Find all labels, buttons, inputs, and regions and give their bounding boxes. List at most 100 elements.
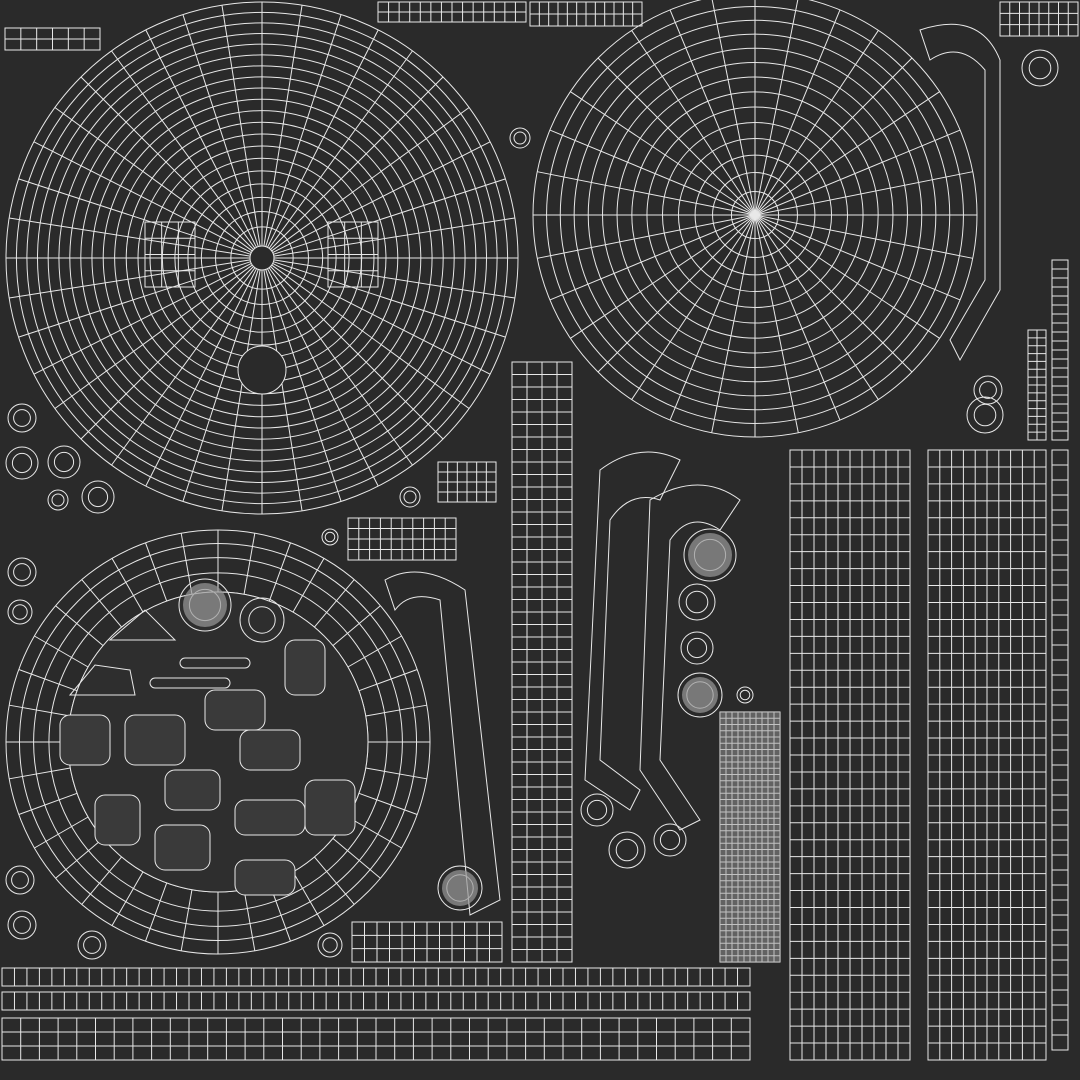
- arm-island-b: [639, 484, 741, 831]
- grid-spoke: [754, 214, 841, 421]
- grid-spoke: [273, 178, 506, 255]
- small-circle-part: [677, 672, 723, 718]
- grid-spoke: [754, 214, 973, 259]
- grid-spoke: [754, 214, 879, 400]
- grid-spoke: [358, 669, 418, 692]
- grid-spoke: [34, 635, 89, 668]
- small-circle-inner: [979, 381, 997, 399]
- small-circle-part: [47, 489, 69, 511]
- small-circle-inner: [513, 131, 527, 145]
- small-uv-island: [239, 729, 301, 771]
- small-circle-inner: [739, 689, 751, 701]
- small-circle-inner: [248, 606, 276, 634]
- small-circle-part: [5, 446, 39, 480]
- block-mid: [347, 517, 457, 561]
- small-uv-island: [234, 799, 306, 836]
- grid-spoke: [597, 57, 756, 216]
- vertical-strip-right-a: [789, 449, 911, 1061]
- small-uv-island: [59, 714, 111, 766]
- small-circle-part: [317, 932, 343, 958]
- grid-spoke: [9, 259, 251, 299]
- grid-spoke: [221, 5, 261, 247]
- small-circle-inner: [12, 604, 28, 620]
- small-circle-inner: [403, 490, 417, 504]
- disc-island-top-right: [532, 0, 978, 438]
- grid-spoke: [669, 214, 756, 421]
- grid-spoke: [182, 14, 259, 247]
- small-circle-inner: [51, 493, 65, 507]
- grid-spoke: [332, 838, 381, 879]
- small-circle-part: [7, 403, 37, 433]
- small-circle-part: [7, 557, 37, 587]
- small-circle-part: [608, 831, 646, 869]
- grid-spoke: [711, 214, 756, 433]
- small-circle-inner: [53, 451, 75, 473]
- small-circle-inner: [685, 590, 709, 614]
- grid-spoke: [221, 269, 261, 511]
- grid-spoke: [273, 261, 506, 338]
- grid-spoke: [754, 214, 961, 301]
- grid-spoke: [669, 9, 756, 216]
- top-left-block: [4, 27, 101, 51]
- small-circle-inner: [659, 829, 681, 851]
- grid-spoke: [270, 266, 444, 440]
- hole: [237, 345, 287, 395]
- grid-spoke: [145, 542, 168, 602]
- grid-spoke: [272, 141, 491, 253]
- grid-spoke: [263, 269, 303, 511]
- small-uv-island: [164, 769, 221, 811]
- disc-island-top-left: [5, 1, 519, 515]
- grid-spoke: [754, 57, 913, 216]
- small-circle-inner: [13, 916, 31, 934]
- small-uv-island: [154, 824, 211, 871]
- grid-spoke: [18, 178, 251, 255]
- grid-spoke: [263, 5, 303, 247]
- top-strip-b: [529, 1, 643, 27]
- grid-spoke: [18, 669, 78, 692]
- slot-left: [144, 221, 196, 288]
- grid-spoke: [243, 533, 256, 595]
- small-uv-island: [204, 689, 266, 731]
- grid-spoke: [267, 268, 379, 487]
- vertical-strip-center: [511, 361, 573, 963]
- arm-island-d: [919, 23, 1001, 362]
- grid-spoke: [292, 558, 325, 613]
- grid-spoke: [597, 214, 756, 373]
- horizontal-strip-1: [1, 967, 751, 987]
- grid-spoke: [631, 214, 756, 400]
- gray-disc: [183, 583, 227, 627]
- grid-spoke: [268, 542, 291, 602]
- grid-spoke: [537, 171, 756, 216]
- grid-spoke: [9, 217, 251, 257]
- small-circle-inner: [322, 937, 338, 953]
- grid-spoke: [549, 214, 756, 301]
- small-circle-inner: [13, 563, 31, 581]
- grid-spoke: [265, 14, 342, 247]
- small-circle-part: [1021, 49, 1059, 87]
- grid-spoke: [111, 871, 144, 926]
- grid-spoke: [243, 889, 256, 951]
- grid-spoke: [631, 30, 756, 216]
- grid-spoke: [754, 214, 940, 339]
- grid-spoke: [111, 558, 144, 613]
- small-circle-part: [653, 823, 687, 857]
- gray-disc: [442, 870, 478, 906]
- arm-island-c: [384, 571, 501, 916]
- grid-spoke: [55, 605, 104, 646]
- gray-strip-fill: [720, 712, 780, 962]
- grid-spoke: [54, 107, 253, 252]
- grid-spoke: [268, 267, 413, 466]
- triangle-island: [108, 609, 177, 641]
- grid-spoke: [111, 50, 256, 249]
- grid-spoke: [81, 856, 122, 905]
- grid-spoke: [267, 29, 379, 248]
- grid-spoke: [9, 704, 71, 717]
- grid-spoke: [358, 792, 418, 815]
- small-circle-part: [736, 686, 754, 704]
- small-circle-inner: [615, 838, 639, 862]
- grid-spoke: [80, 76, 254, 250]
- grid-spoke: [180, 889, 193, 951]
- grid-spoke: [754, 30, 879, 216]
- grid-spoke: [9, 767, 71, 780]
- small-uv-island: [94, 794, 141, 846]
